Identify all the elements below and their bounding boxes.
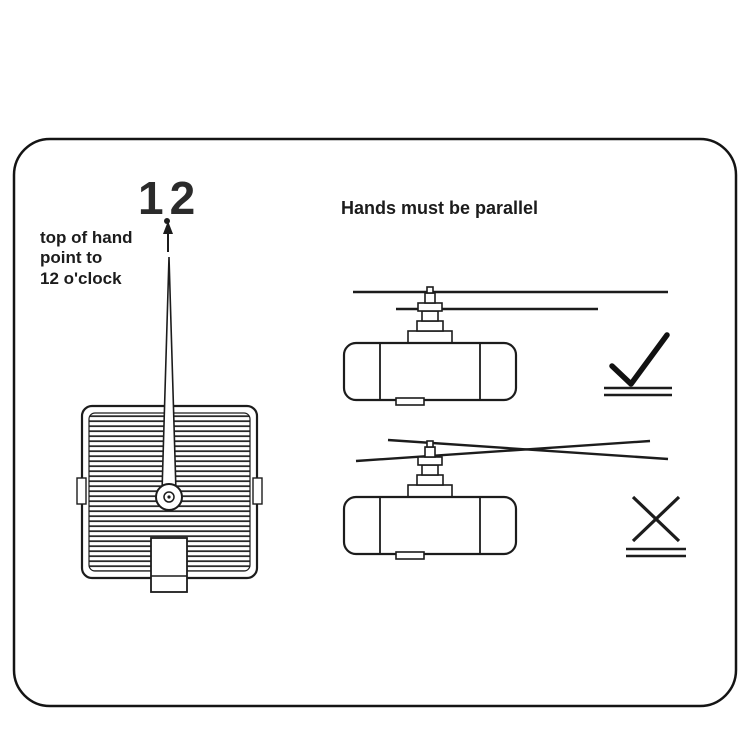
hand-hub	[155, 483, 183, 511]
clock-movement-front-view	[76, 256, 263, 593]
x-icon	[626, 495, 686, 558]
hanger-tab	[150, 537, 188, 593]
right-panel-title: Hands must be parallel	[341, 198, 538, 218]
nonparallel-incorrect-illustration	[342, 438, 686, 561]
caption-line-3: 12 o'clock	[40, 269, 122, 288]
check-icon	[604, 332, 672, 397]
movement-housing-side	[342, 341, 518, 407]
parallel-correct-illustration	[342, 286, 672, 407]
numeral-12: 12	[138, 172, 201, 224]
caption-top-of-hand: top of hand point to 12 o'clock	[40, 228, 133, 288]
movement-housing-side	[342, 495, 518, 561]
right-notch	[252, 477, 263, 505]
front-view-panel: 12 top of hand point to 12 o'clock	[40, 172, 263, 593]
up-arrow-icon	[163, 221, 173, 252]
left-notch	[76, 477, 87, 505]
caption-line-1: top of hand	[40, 228, 133, 247]
caption-line-2: point to	[40, 248, 102, 267]
side-view-panel: Hands must be parallel	[341, 198, 686, 561]
tilted-hand-line-b	[355, 439, 651, 463]
twelve-marker-dot	[164, 218, 170, 224]
